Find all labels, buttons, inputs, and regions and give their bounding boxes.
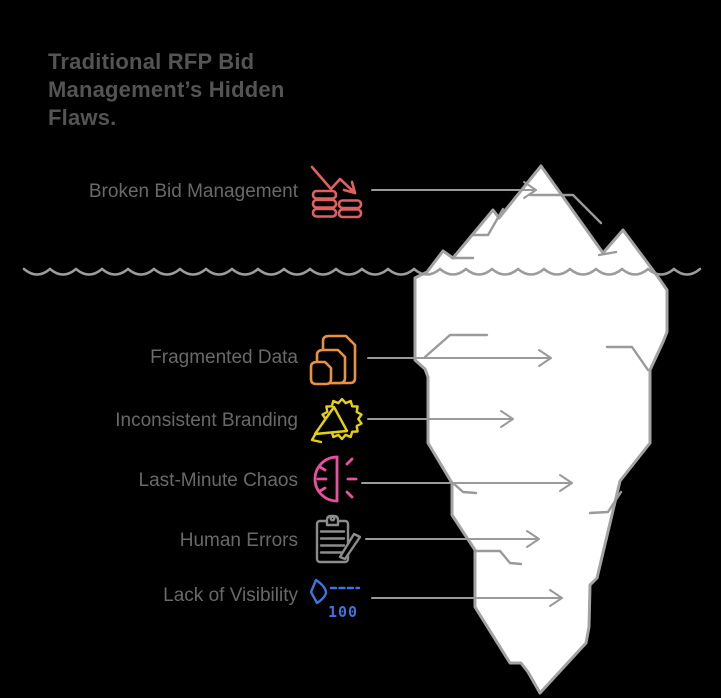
connector-arrows [361, 181, 573, 607]
visibility-metric-value: 100 [328, 603, 359, 621]
clipboard-pencil-icon [315, 514, 362, 564]
iceberg-cracks [423, 193, 650, 566]
label-broken-bid-management: Broken Bid Management [88, 181, 298, 202]
label-lack-of-visibility: Lack of Visibility [163, 585, 298, 606]
connector-arrow-branding [367, 410, 514, 428]
connector-arrow-fragmented [367, 349, 552, 367]
label-inconsistent-branding: Inconsistent Branding [115, 410, 298, 431]
connector-arrow-human-errors [365, 530, 540, 548]
connector-arrow-visibility [371, 589, 563, 607]
eye-gauge-icon [309, 578, 361, 605]
label-human-errors: Human Errors [179, 530, 298, 551]
declining-chart-coins-icon [310, 165, 363, 219]
iceberg [413, 164, 669, 695]
label-fragmented-data: Fragmented Data [150, 347, 298, 368]
half-clock-rays-icon [313, 455, 358, 503]
page-title: Traditional RFP Bid Management’s Hidden … [48, 49, 285, 130]
label-last-minute-chaos: Last-Minute Chaos [138, 470, 298, 491]
connector-arrow-chaos [361, 474, 573, 492]
connector-arrow-broken-bid [371, 181, 537, 199]
waterline-wave [22, 267, 702, 276]
brand-badge-megaphone-icon [310, 397, 363, 444]
fragmented-files-icon [309, 334, 357, 386]
